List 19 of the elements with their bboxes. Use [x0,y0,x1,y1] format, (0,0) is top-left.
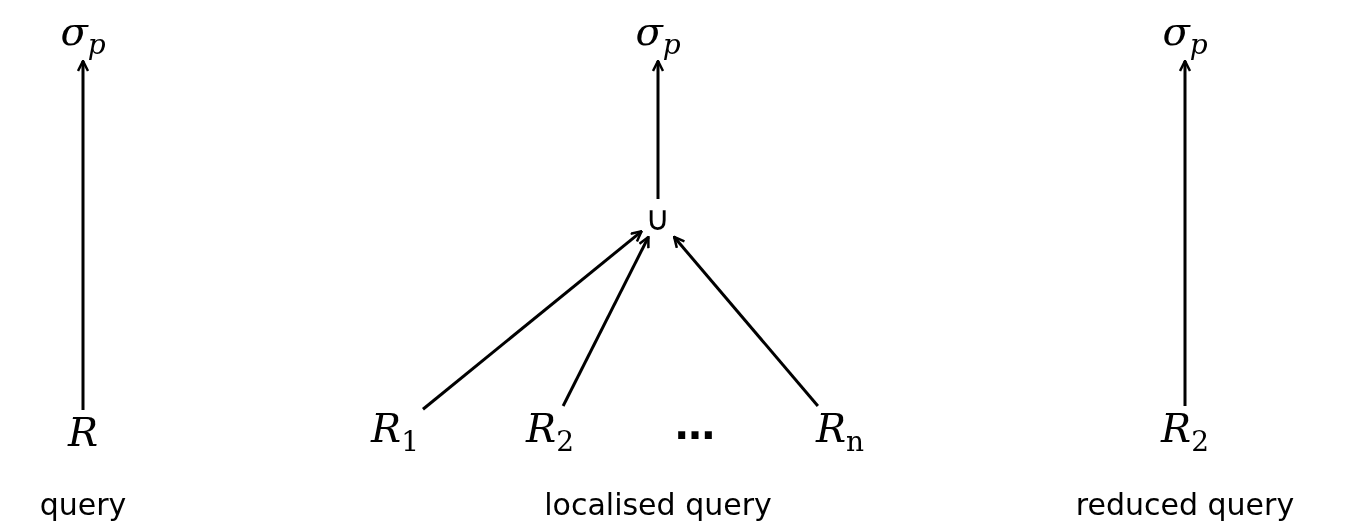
tree-caption: query [39,490,127,520]
arrow [672,235,820,407]
tree-caption: localised query [544,490,772,520]
relation-label: R [63,410,103,454]
operator-symbol: σ$_{p}$ [631,9,685,61]
arrow [651,59,665,199]
arrow [561,235,650,407]
arrow [422,230,643,411]
arrow [1178,59,1192,406]
tree-caption: reduced query [1075,490,1295,520]
arrow [76,59,90,410]
relation-label: R$_{n}$ [811,406,869,458]
ellipsis: … [675,405,715,445]
relation-label: R$_{2}$ [1157,406,1213,458]
operator-symbol: σ$_{p}$ [56,9,110,61]
relation-label: R$_{1}$ [367,406,423,458]
operator-symbol: σ$_{p}$ [1158,9,1212,61]
union-symbol: ∪ [641,199,675,237]
relation-label: R$_{2}$ [522,406,578,458]
